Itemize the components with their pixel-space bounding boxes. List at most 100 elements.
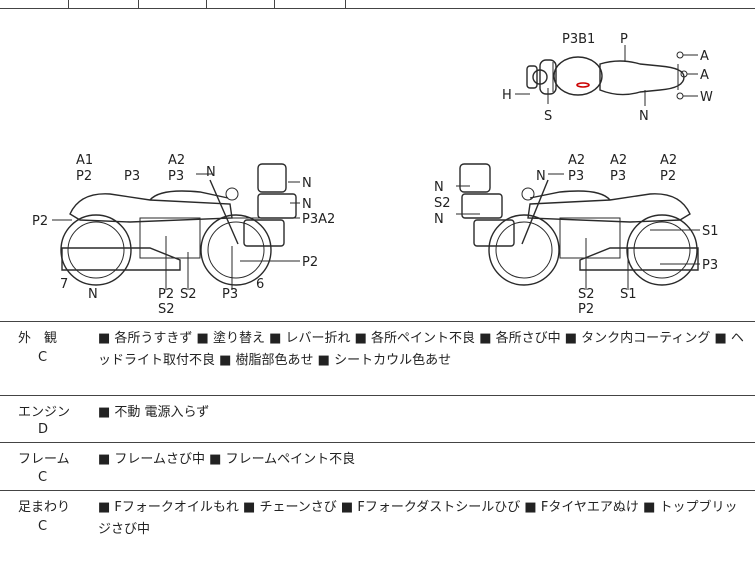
label-n: N	[639, 109, 649, 124]
table-divider	[345, 0, 346, 8]
rear-rim	[67, 221, 125, 279]
label-n: N	[88, 287, 98, 302]
label-s2: S2	[578, 287, 595, 302]
section-description: ■ Fフォークオイルもれ ■ チェーンさび ■ Fフォークダストシールひび ■ …	[98, 500, 738, 537]
front-wheel	[488, 214, 560, 286]
seat-top	[599, 60, 685, 96]
label-s: S	[544, 109, 552, 124]
label-n: N	[302, 197, 312, 212]
label-n: N	[206, 165, 216, 180]
section-frame: フレーム C ■ フレームさび中 ■ フレームペイント不良	[0, 443, 755, 491]
label-a2: A2	[568, 153, 585, 168]
blinker-w	[676, 92, 684, 100]
label-s2: S2	[158, 302, 175, 317]
label-p3: P3	[568, 169, 584, 184]
label-6: 6	[256, 277, 264, 292]
label-n: N	[434, 180, 444, 195]
label-w: W	[700, 90, 713, 105]
section-category: 足まわり	[18, 500, 71, 515]
front-rim	[495, 221, 553, 279]
label-n: N	[536, 169, 546, 184]
label-p3: P3	[124, 169, 140, 184]
label-n: N	[434, 212, 444, 227]
front-wheel	[200, 214, 272, 286]
section-category: エンジン	[18, 405, 71, 420]
label-p2: P2	[76, 169, 92, 184]
section-grade: D	[38, 422, 49, 437]
seat-and-tank	[69, 193, 233, 223]
table-divider	[138, 0, 139, 8]
fuel-tank	[529, 190, 611, 201]
label-p3: P3	[702, 258, 718, 273]
damage-diagram: P3B1 P A A W H S N	[0, 8, 755, 322]
label-p2: P2	[660, 169, 676, 184]
section-description: ■ 不動 電源入らず	[98, 405, 210, 420]
label-a2: A2	[610, 153, 627, 168]
section-description: ■ 各所うすきず ■ 塗り替え ■ レバー折れ ■ 各所ペイント不良 ■ 各所さ…	[98, 331, 744, 368]
section-grade: C	[38, 470, 48, 485]
label-p2: P2	[32, 214, 48, 229]
label-a1: A1	[76, 153, 93, 168]
windscreen	[459, 163, 491, 193]
rear-wheel	[60, 214, 132, 286]
table-divider	[68, 0, 69, 8]
rear-wheel	[626, 214, 698, 286]
section-exterior: 外 観 C ■ 各所うすきず ■ 塗り替え ■ レバー折れ ■ 各所ペイント不良…	[0, 322, 755, 396]
fairing-upper	[257, 193, 297, 219]
section-engine: エンジン D ■ 不動 電源入らず	[0, 396, 755, 443]
section-grade: C	[38, 519, 48, 534]
damage-mark	[576, 82, 590, 88]
section-description: ■ フレームさび中 ■ フレームペイント不良	[98, 452, 356, 467]
front-fork	[521, 179, 549, 245]
motorcycle-top-view: P3B1 P A A W H S N	[502, 32, 713, 124]
label-s2: S2	[434, 196, 451, 211]
label-a2: A2	[660, 153, 677, 168]
seat-and-tank	[527, 193, 691, 223]
headlight-top	[532, 69, 548, 85]
fairing-lower	[473, 219, 515, 247]
motorcycle-right-view: A2 A2 A2 N P3 P3 P2 N S2 N S1 P3 S2 P2 S…	[434, 153, 719, 317]
engine-block	[559, 217, 621, 259]
label-s1: S1	[702, 224, 719, 239]
front-fender-top	[526, 65, 538, 89]
front-rim	[207, 221, 265, 279]
label-p2: P2	[302, 255, 318, 270]
section-suspension: 足まわり C ■ Fフォークオイルもれ ■ チェーンさび ■ Fフォークダストシ…	[0, 491, 755, 561]
label-p3: P3	[610, 169, 626, 184]
label-p2: P2	[578, 302, 594, 317]
front-fork	[209, 179, 239, 245]
label-p2: P2	[158, 287, 174, 302]
label-p3: P3	[168, 169, 184, 184]
blinker-a1	[676, 51, 684, 59]
section-category: フレーム	[18, 452, 70, 467]
fuel-tank-top	[553, 56, 603, 96]
fairing-lower	[243, 219, 285, 247]
label-s1: S1	[620, 287, 637, 302]
motorcycle-left-view: A1 P2 P3 A2 P3 N N N P3A2 P2 P2 7 N P2 S…	[32, 153, 335, 317]
label-s2: S2	[180, 287, 197, 302]
label-p3a2: P3A2	[302, 212, 335, 227]
engine-block	[139, 217, 201, 259]
section-grade: C	[38, 350, 48, 365]
label-p3: P3	[222, 287, 238, 302]
fairing-upper	[461, 193, 503, 219]
label-p3b1: P3B1	[562, 32, 595, 47]
rear-rim	[633, 221, 691, 279]
motorcycle-diagram-svg: P3B1 P A A W H S N	[32, 32, 719, 317]
label-h: H	[502, 88, 512, 103]
previous-table-edge	[0, 0, 755, 9]
label-p: P	[620, 32, 628, 47]
section-category: 外 観	[18, 331, 58, 346]
label-7: 7	[60, 277, 68, 292]
exhaust-pipe	[579, 247, 699, 271]
fuel-tank	[149, 190, 229, 201]
headlight	[521, 187, 535, 201]
label-a: A	[700, 68, 709, 83]
table-divider	[206, 0, 207, 8]
label-a: A	[700, 49, 709, 64]
label-a2: A2	[168, 153, 185, 168]
windscreen	[257, 163, 287, 193]
label-n: N	[302, 176, 312, 191]
table-divider	[274, 0, 275, 8]
